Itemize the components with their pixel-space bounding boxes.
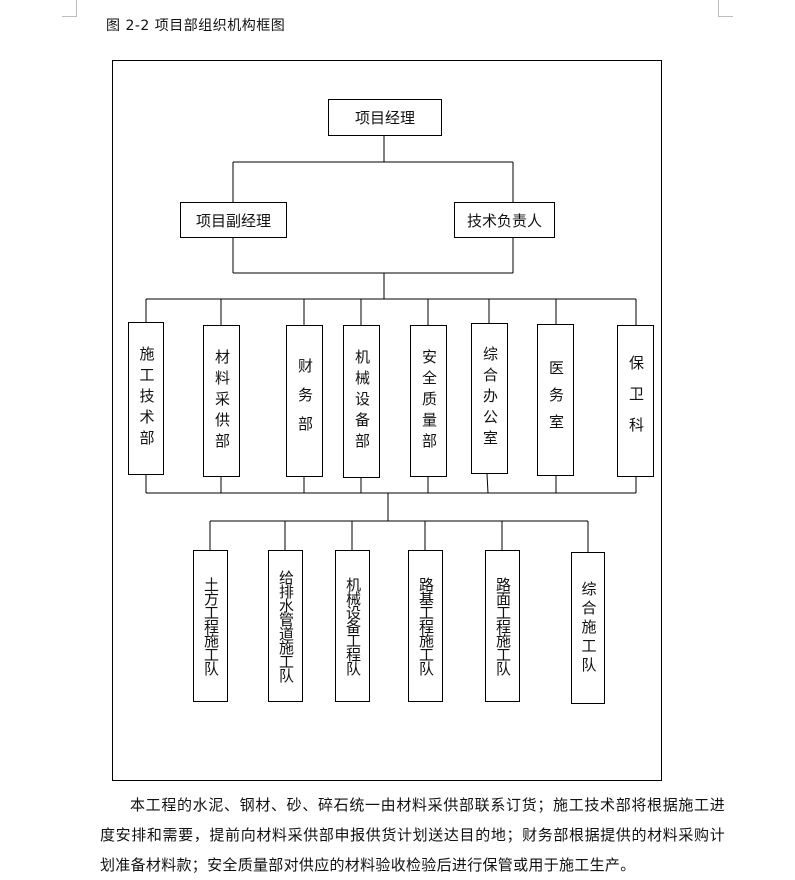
team-earthwork: 土方工程施工队 (193, 550, 228, 702)
dept-materials-procurement: 材料采供部 (203, 325, 240, 477)
page-corner-mark-top-left (62, 0, 77, 17)
dept-machinery-equipment: 机械设备部 (343, 325, 380, 478)
dept-finance: 财务部 (286, 325, 323, 477)
body-paragraph: 本工程的水泥、钢材、砂、碎石统一由材料采供部联系订货；施工技术部将根据施工进度安… (100, 796, 725, 874)
org-chart-frame (112, 60, 662, 781)
team-machinery-engineering: 机械设备工程队 (335, 550, 370, 702)
team-pavement: 路面工程施工队 (485, 550, 520, 702)
dept-safety-quality: 安全质量部 (410, 325, 447, 477)
dept-construction-technology: 施工技术部 (128, 322, 164, 475)
figure-caption: 图 2-2 项目部组织机构框图 (106, 18, 286, 34)
dept-security: 保卫科 (617, 325, 654, 477)
page-corner-mark-top-right (718, 0, 733, 17)
node-deputy-manager: 项目副经理 (180, 202, 287, 238)
dept-general-office: 综合办公室 (471, 323, 508, 474)
dept-medical-room: 医务室 (537, 324, 574, 476)
node-project-manager: 项目经理 (328, 99, 442, 136)
team-general-construction: 综合施工队 (571, 552, 605, 704)
node-technical-lead: 技术负责人 (454, 202, 555, 238)
team-subgrade: 路基工程施工队 (408, 550, 443, 702)
team-water-pipeline: 给排水管道施工队 (268, 550, 303, 702)
